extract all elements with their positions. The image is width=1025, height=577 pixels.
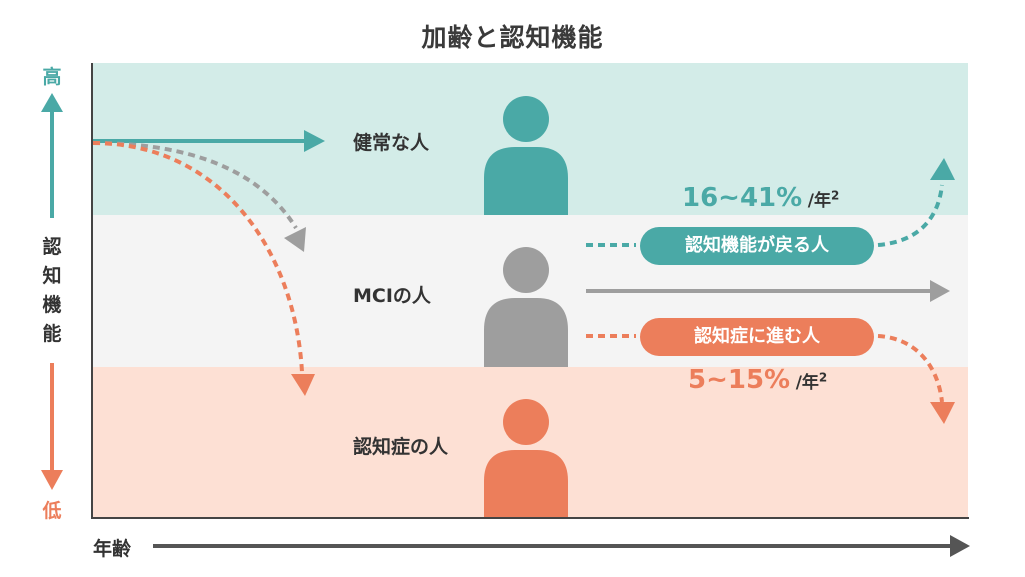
dementia-person-icon (484, 399, 568, 517)
x-axis-label: 年齢 (93, 538, 132, 560)
healthy-label: 健常な人 (353, 132, 430, 154)
y-axis-label-char: 機 (42, 294, 62, 316)
progress-rate-unit: /年2 (795, 370, 828, 393)
y-axis-low-label: 低 (42, 500, 62, 522)
progress-transition-pill: 認知症に進む人 (640, 318, 874, 356)
progress-dashed-arrow (586, 334, 955, 424)
x-axis-line (91, 517, 969, 519)
x-axis-age-arrow (153, 535, 970, 557)
diagram-title: 加齢と認知機能 (421, 23, 604, 52)
mci-solid-arrow (586, 280, 950, 302)
healthy-to-dementia-dashed-arrow (92, 141, 315, 396)
progress-rate: 5~15% /年2 (688, 365, 827, 395)
y-axis-line (91, 63, 93, 519)
improve-dashed-arrow (586, 158, 955, 247)
y-axis-label-char: 能 (42, 323, 62, 345)
mci-label: MCIの人 (353, 285, 431, 307)
healthy-to-mci-dashed-arrow (92, 141, 306, 252)
improve-transition-pill: 認知機能が戻る人 (640, 227, 874, 265)
y-axis-label-char: 認 (42, 236, 62, 258)
improve-rate: 16~41% /年2 (682, 183, 839, 213)
dementia-label: 認知症の人 (353, 436, 449, 458)
mci-person-icon (484, 247, 568, 367)
improve-rate-unit: /年2 (807, 188, 840, 211)
y-axis-label-char: 知 (42, 265, 62, 287)
healthy-person-icon (484, 96, 568, 215)
healthy-solid-arrow (93, 130, 325, 152)
progress-rate-value: 5~15% (688, 365, 791, 395)
y-axis-high-label: 高 (42, 66, 62, 88)
improve-rate-value: 16~41% (682, 183, 803, 213)
y-axis-high-arrow (41, 93, 63, 218)
y-axis-low-arrow (41, 363, 63, 490)
